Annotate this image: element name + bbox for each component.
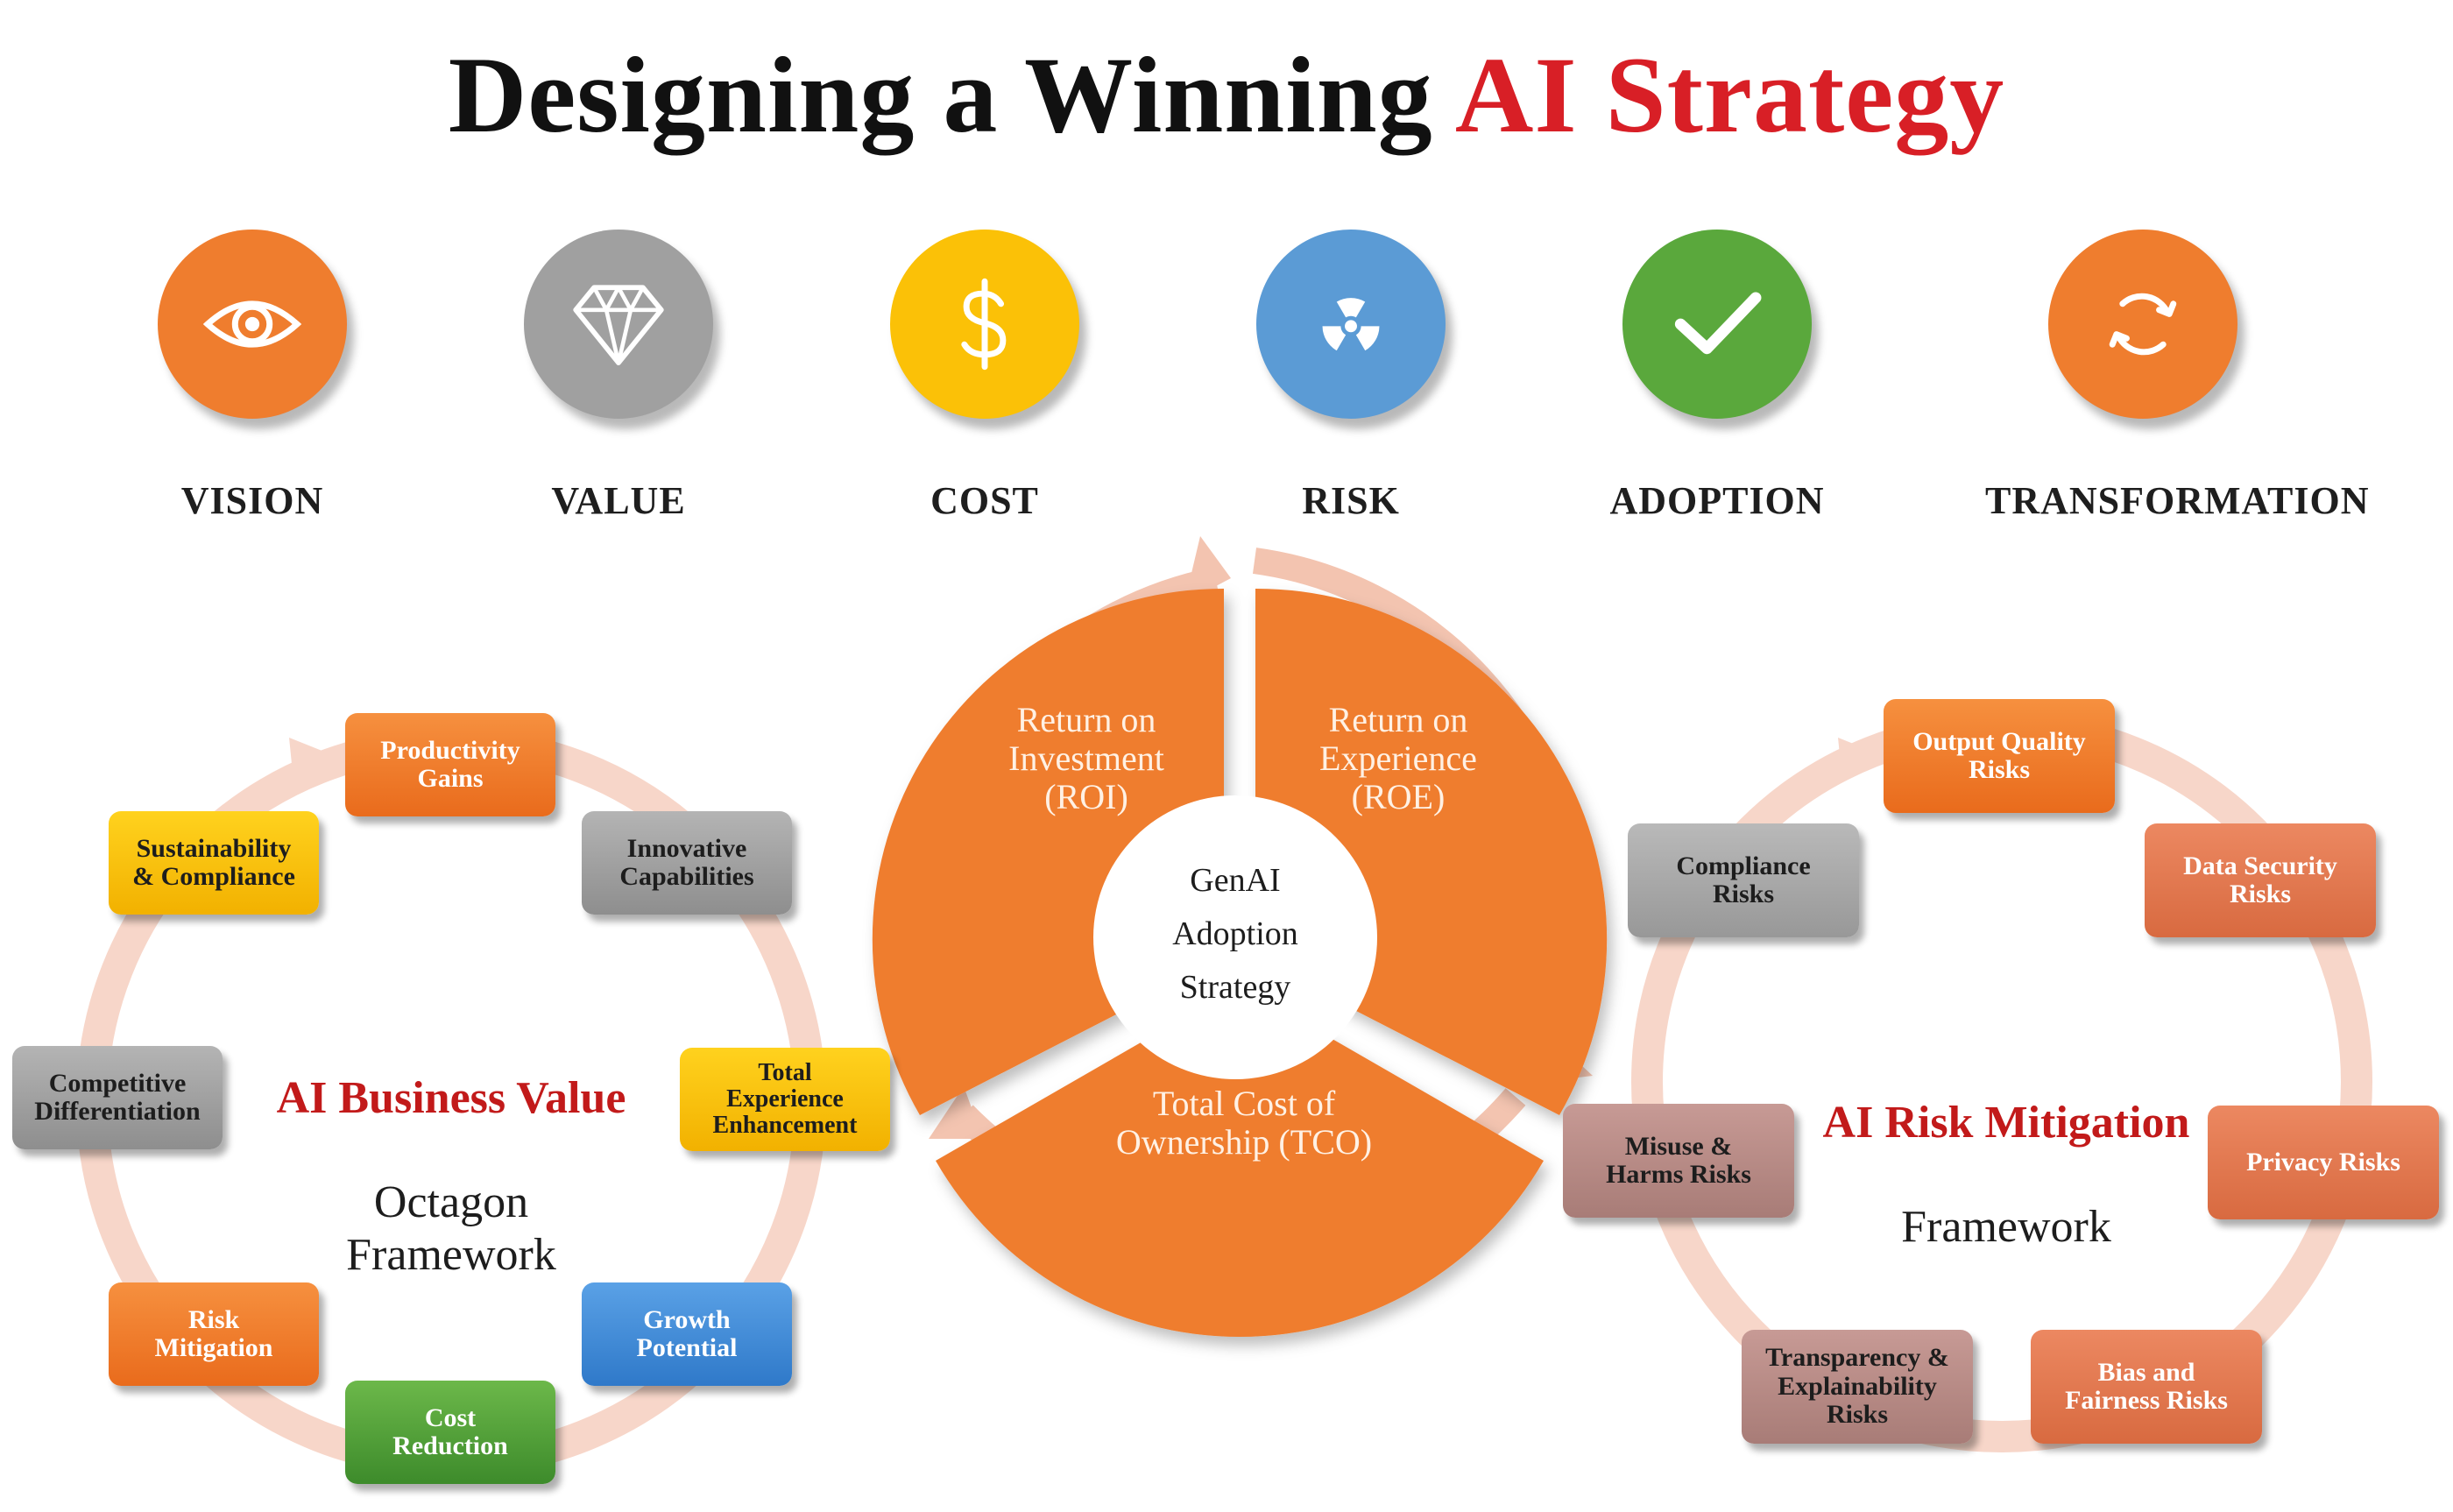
radiation-icon <box>1322 298 1380 351</box>
pillar-transformation-circle <box>2048 230 2237 419</box>
value-item-growth-potential: Growth Potential <box>582 1282 792 1386</box>
value-framework-subtitle: Octagon Framework <box>346 1177 556 1281</box>
pillar-risk-label: RISK <box>1302 479 1400 522</box>
value-item-cost-reduction: Cost Reduction <box>345 1381 555 1484</box>
title-accent: AI Strategy <box>1454 35 2005 155</box>
value-item-innovative-capabilities: Innovative Capabilities <box>582 811 792 915</box>
risk-framework-label: AI Risk Mitigation Framework <box>1796 1044 2216 1254</box>
cycle-arrows-icon <box>2109 293 2177 356</box>
risk-item-data-security: Data Security Risks <box>2145 823 2376 937</box>
pillar-value-label: VALUE <box>551 479 686 522</box>
value-framework-title: AI Business Value <box>276 1072 626 1123</box>
risk-framework-title: AI Risk Mitigation <box>1822 1097 2190 1148</box>
dollar-icon <box>961 278 1007 371</box>
adoption-hub <box>1093 795 1377 1079</box>
pillar-cost-circle <box>890 230 1079 419</box>
value-item-risk-mitigation: Risk Mitigation <box>109 1282 319 1386</box>
pillar-adoption-label: ADOPTION <box>1609 479 1825 522</box>
page-title: Designing a Winning AI Strategy <box>0 33 2453 158</box>
segment-roi-label: Return on Investment (ROI) <box>1008 700 1164 816</box>
pillar-vision-label: VISION <box>180 479 324 522</box>
pillar-cost-label: COST <box>930 479 1039 522</box>
segment-tco-label: Total Cost of Ownership (TCO) <box>1115 1084 1373 1162</box>
risk-framework-ring-arrow <box>1838 738 1873 773</box>
value-framework-ring-arrow <box>289 738 324 773</box>
pillar-adoption-circle <box>1622 230 1812 419</box>
segment-roe-label: Return on Experience (ROE) <box>1319 700 1477 816</box>
value-item-sustainability-compliance: Sustainability & Compliance <box>109 811 319 915</box>
adoption-hub-label: GenAI Adoption Strategy <box>1172 862 1298 1006</box>
risk-item-misuse-harms: Misuse & Harms Risks <box>1563 1104 1794 1218</box>
value-item-productivity-gains: Productivity Gains <box>345 713 555 816</box>
checkmark-icon <box>1674 292 1762 355</box>
risk-framework-subtitle: Framework <box>1901 1202 2111 1253</box>
risk-item-transparency-explainability: Transparency & Explainability Risks <box>1742 1330 1973 1444</box>
risk-item-output-quality: Output Quality Risks <box>1884 699 2115 813</box>
title-prefix: Designing a Winning <box>448 35 1455 155</box>
pillar-value-circle <box>524 230 713 419</box>
risk-item-privacy: Privacy Risks <box>2208 1106 2439 1219</box>
value-framework-label: AI Business Value Octagon Framework <box>263 1020 640 1282</box>
diamond-icon <box>573 285 664 365</box>
risk-item-compliance: Compliance Risks <box>1628 823 1859 937</box>
eye-icon <box>202 300 302 348</box>
value-item-competitive-differentiation: Competitive Differentiation <box>12 1046 223 1149</box>
pillar-risk-circle <box>1256 230 1446 419</box>
segment-tco <box>936 986 1544 1338</box>
value-item-total-experience-enhancement: Total Experience Enhancement <box>680 1048 890 1151</box>
pillar-vision-circle <box>158 230 347 419</box>
risk-item-bias-fairness: Bias and Fairness Risks <box>2031 1330 2262 1444</box>
